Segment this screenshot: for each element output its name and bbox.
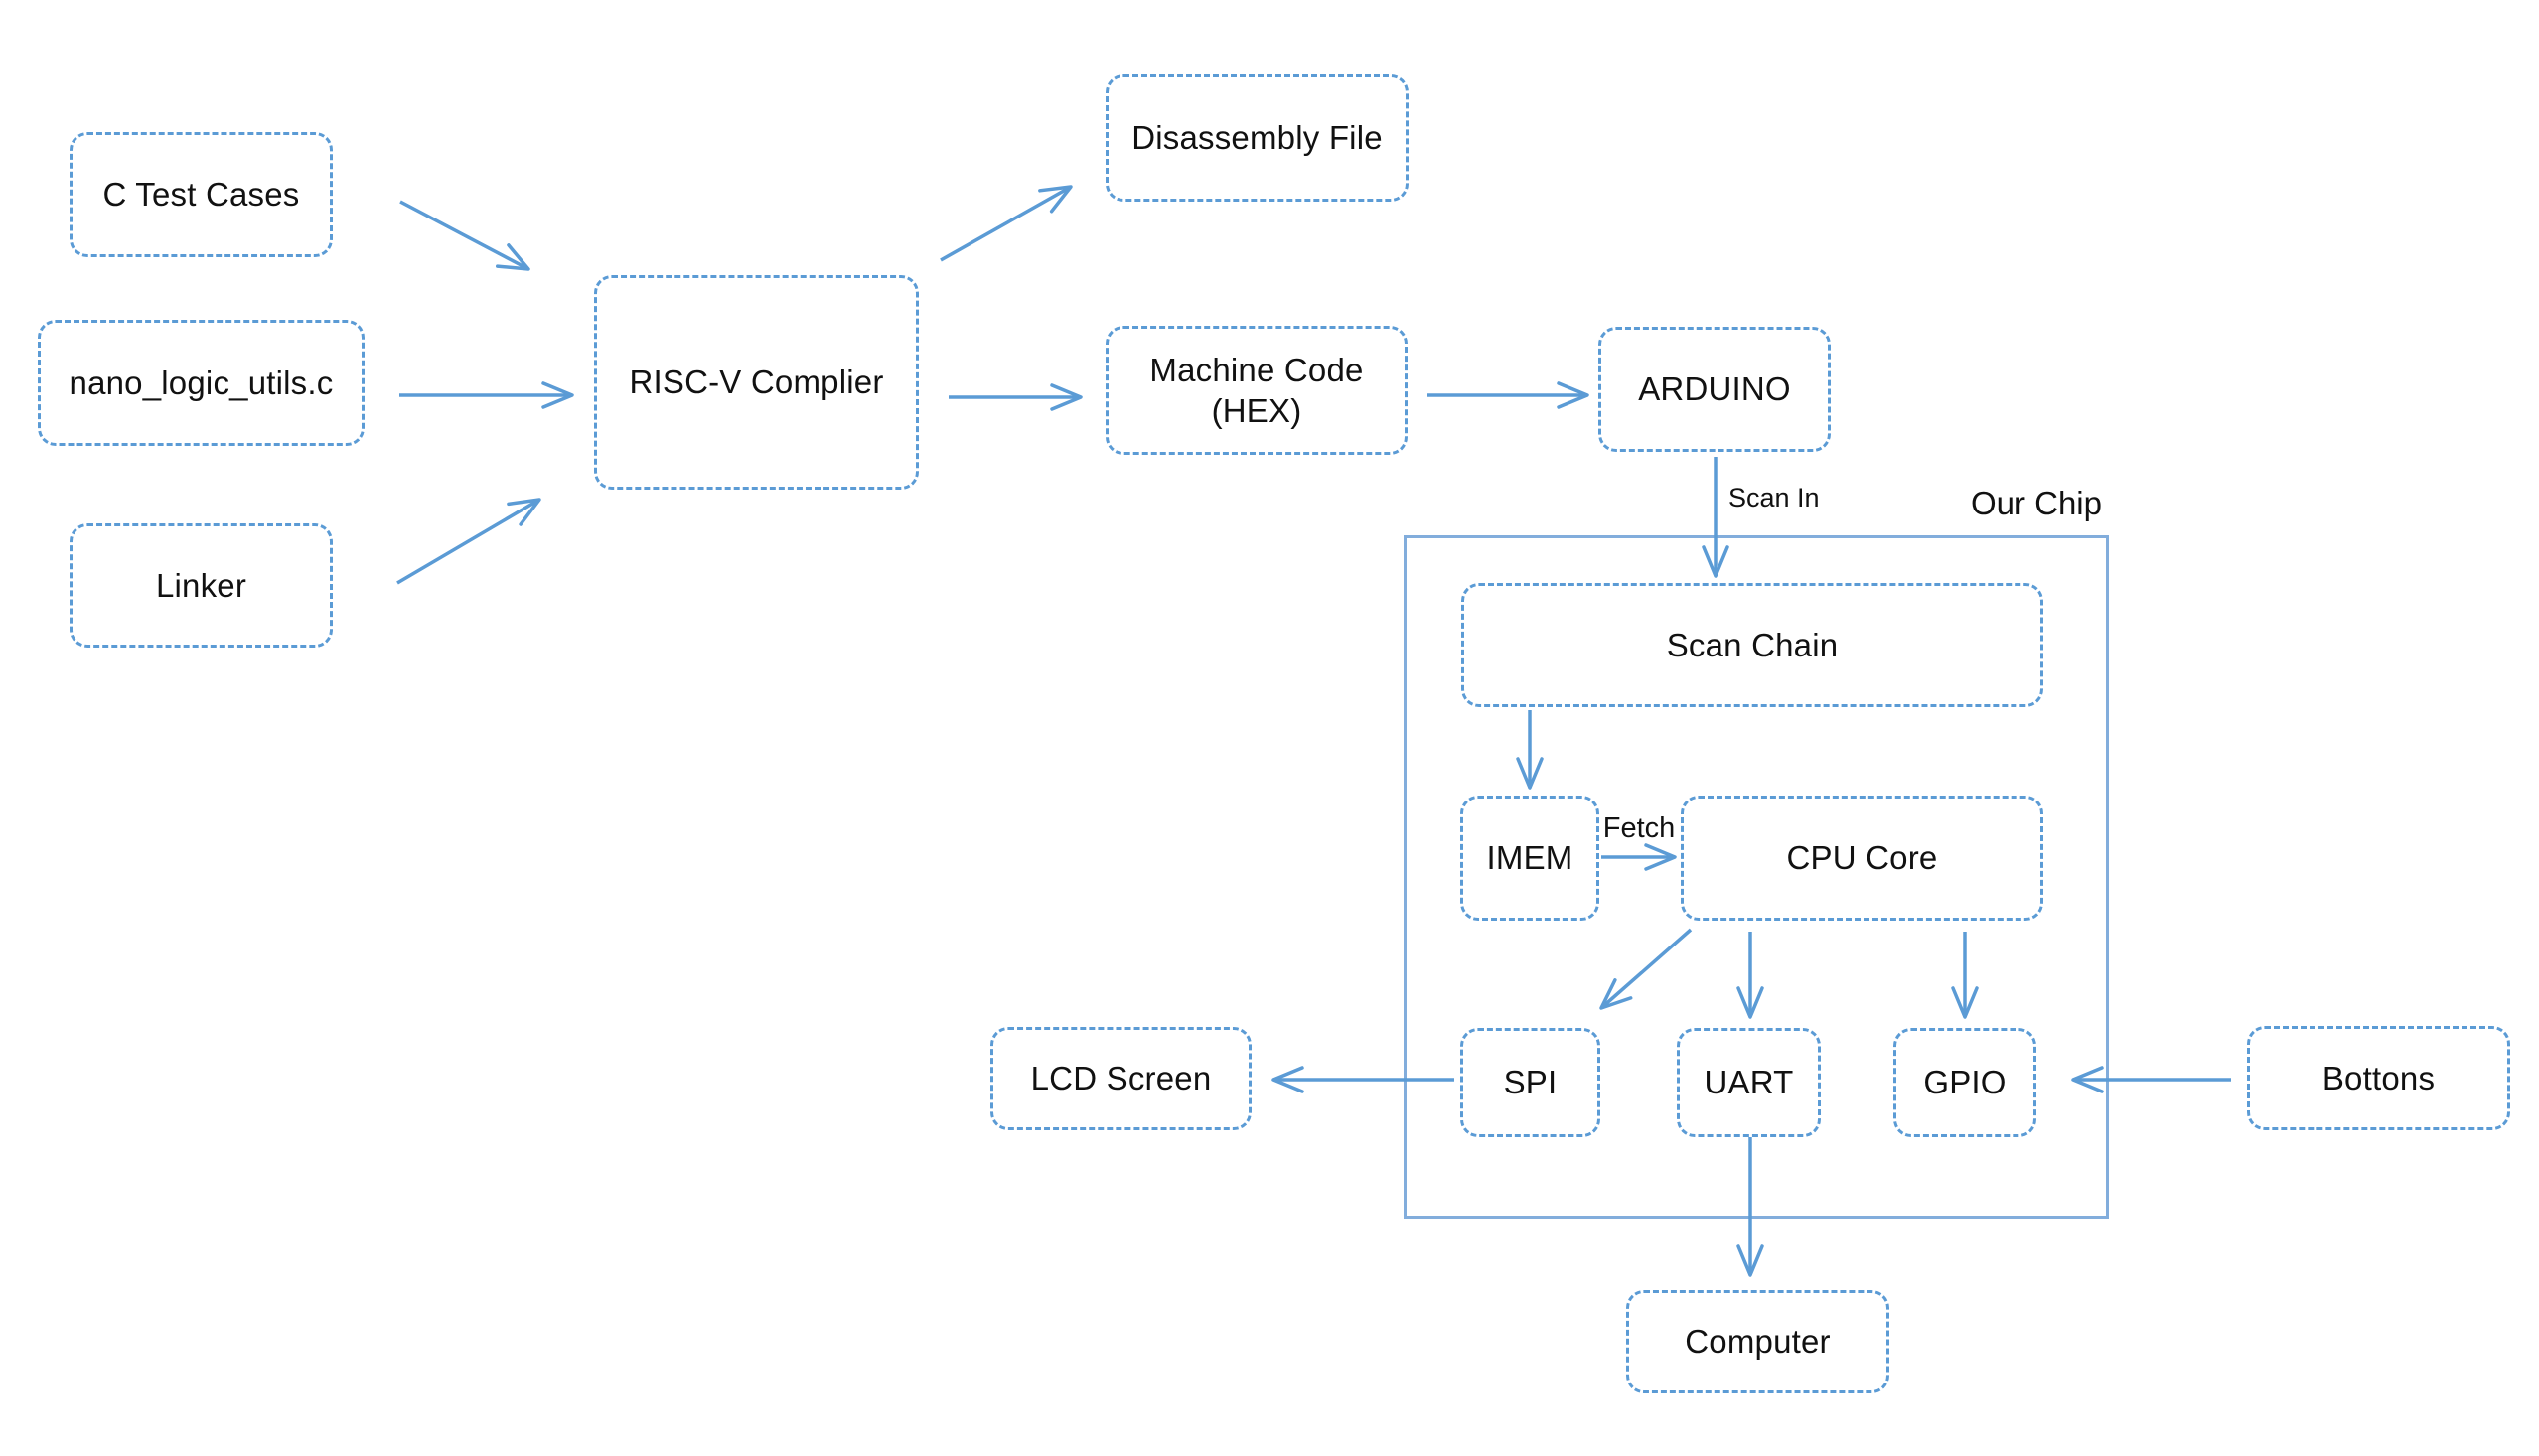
- node-uart-label: UART: [1704, 1064, 1794, 1101]
- node-riscv-compiler-label: RISC-V Complier: [629, 364, 884, 401]
- node-disassembly-file-label: Disassembly File: [1131, 119, 1383, 157]
- node-uart: UART: [1677, 1028, 1821, 1137]
- node-arduino: ARDUINO: [1598, 327, 1831, 452]
- node-arduino-label: ARDUINO: [1638, 370, 1791, 408]
- node-nano-logic-utils-label: nano_logic_utils.c: [69, 364, 334, 401]
- node-cpu-core-label: CPU Core: [1786, 839, 1938, 877]
- node-c-test-cases-label: C Test Cases: [102, 176, 300, 214]
- node-gpio: GPIO: [1893, 1028, 2036, 1137]
- node-c-test-cases: C Test Cases: [70, 132, 333, 257]
- node-nano-logic-utils: nano_logic_utils.c: [38, 320, 365, 446]
- arrow-linker-to-riscv-compiler: [396, 498, 541, 585]
- arrow-riscv-compiler-to-disassembly-file: [940, 185, 1073, 262]
- node-riscv-compiler: RISC-V Complier: [594, 275, 919, 490]
- node-disassembly-file: Disassembly File: [1106, 74, 1409, 202]
- node-spi: SPI: [1460, 1028, 1600, 1137]
- node-bottons: Bottons: [2247, 1026, 2510, 1130]
- node-lcd-screen-label: LCD Screen: [1030, 1060, 1212, 1097]
- node-gpio-label: GPIO: [1923, 1064, 2007, 1101]
- node-scan-chain: Scan Chain: [1461, 583, 2043, 707]
- node-machine-code-label: Machine Code (HEX): [1149, 351, 1364, 429]
- node-linker: Linker: [70, 523, 333, 648]
- node-machine-code: Machine Code (HEX): [1106, 326, 1408, 455]
- our-chip-label: Our Chip: [1970, 485, 2102, 521]
- node-computer-label: Computer: [1685, 1323, 1831, 1361]
- node-computer: Computer: [1626, 1290, 1889, 1393]
- node-lcd-screen: LCD Screen: [990, 1027, 1252, 1130]
- node-imem-label: IMEM: [1486, 839, 1573, 877]
- node-imem: IMEM: [1460, 796, 1599, 921]
- node-bottons-label: Bottons: [2321, 1059, 2436, 1096]
- node-cpu-core: CPU Core: [1681, 796, 2043, 921]
- node-linker-label: Linker: [155, 566, 247, 604]
- our-chip-container: [1404, 535, 2109, 1219]
- node-scan-chain-label: Scan Chain: [1666, 626, 1839, 663]
- node-spi-label: SPI: [1503, 1064, 1558, 1101]
- fetch-edge-label: Fetch: [1602, 812, 1676, 844]
- scan-in-edge-label: Scan In: [1728, 483, 1820, 512]
- arrow-c-test-cases-to-riscv-compiler: [399, 200, 530, 271]
